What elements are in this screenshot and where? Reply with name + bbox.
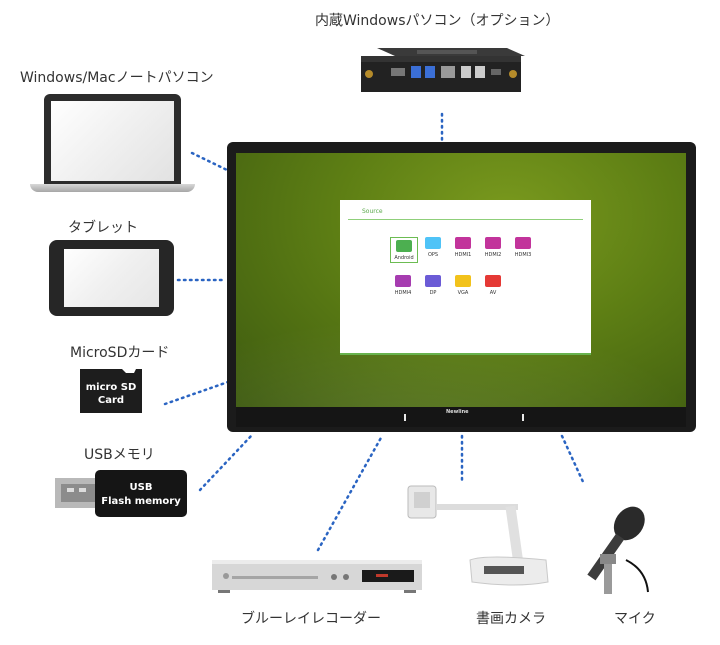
source-item-vga[interactable]: VGA xyxy=(450,275,476,296)
source-android-icon xyxy=(396,240,412,252)
connector-bluray xyxy=(316,434,384,552)
document-camera-icon xyxy=(407,485,549,586)
source-item-hdmi3[interactable]: HDMI3 xyxy=(510,237,536,258)
source-hdmi3-icon xyxy=(515,237,531,249)
document-camera-label: 書画カメラ xyxy=(476,611,546,627)
source-label: AV xyxy=(489,290,497,296)
source-label: DP xyxy=(429,290,437,296)
bluray-label: ブルーレイレコーダー xyxy=(241,611,381,627)
source-dp-icon xyxy=(425,275,441,287)
source-ops-icon xyxy=(425,237,441,249)
laptop-base xyxy=(30,184,195,192)
source-hdmi2-icon xyxy=(485,237,501,249)
laptop-screen xyxy=(51,101,174,181)
usb-text-2: Flash memory xyxy=(101,496,181,507)
microsd-text-1: micro SD xyxy=(86,382,137,393)
mic-label: マイク xyxy=(614,611,656,627)
source-label: HDMI1 xyxy=(454,252,472,258)
pc-label: 内蔵Windowsパソコン（オプション） xyxy=(315,13,560,29)
usb-label: USBメモリ xyxy=(84,447,155,463)
source-item-dp[interactable]: DP xyxy=(420,275,446,296)
source-av-icon xyxy=(485,275,501,287)
source-label: OPS xyxy=(427,252,439,258)
source-label: HDMI2 xyxy=(484,252,502,258)
microsd-label: MicroSDカード xyxy=(70,345,170,361)
source-label: Android xyxy=(394,255,414,261)
source-item-av[interactable]: AV xyxy=(480,275,506,296)
connector-usb xyxy=(198,433,254,492)
source-item-hdmi4[interactable]: HDMI4 xyxy=(390,275,416,296)
source-label: HDMI3 xyxy=(514,252,532,258)
tablet-label: タブレット xyxy=(68,220,138,236)
ops-pc-icon xyxy=(361,48,525,92)
source-label: VGA xyxy=(457,290,469,296)
source-item-hdmi1[interactable]: HDMI1 xyxy=(450,237,476,258)
usb-text-1: USB xyxy=(130,482,153,493)
bluray-recorder-icon xyxy=(212,560,422,593)
source-hdmi4-icon xyxy=(395,275,411,287)
laptop-label: Windows/Macノートパソコン xyxy=(20,70,214,86)
microsd-text-2: Card xyxy=(98,395,124,406)
source-vga-icon xyxy=(455,275,471,287)
source-label: HDMI4 xyxy=(394,290,412,296)
usb-memory-icon: USB Flash memory xyxy=(55,470,187,517)
bezel-mark xyxy=(404,414,406,421)
display-bottom-bezel xyxy=(236,407,686,427)
display-brand: Newline xyxy=(446,409,469,415)
tablet-screen xyxy=(64,249,159,307)
connector-mic xyxy=(560,434,586,486)
source-item-ops[interactable]: OPS xyxy=(420,237,446,258)
source-item-hdmi2[interactable]: HDMI2 xyxy=(480,237,506,258)
bezel-mark xyxy=(522,414,524,421)
connector-laptop xyxy=(190,151,229,172)
source-item-android[interactable]: Android xyxy=(390,237,418,263)
microphone-icon xyxy=(587,506,649,594)
source-hdmi1-icon xyxy=(455,237,471,249)
microsd-card-icon: micro SD Card xyxy=(80,369,142,413)
source-title: Source xyxy=(362,208,383,215)
connector-microsd xyxy=(163,380,230,406)
